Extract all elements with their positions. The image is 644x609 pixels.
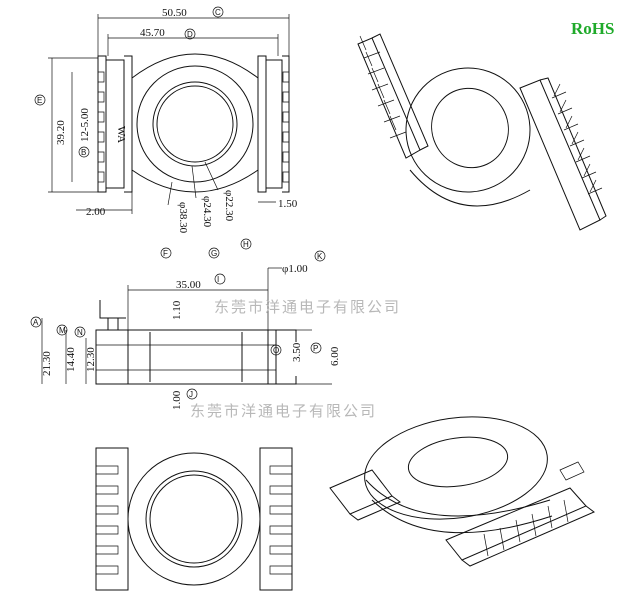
- callout-o: O: [273, 346, 279, 355]
- dim-wall-top: 1.10: [171, 300, 183, 320]
- dim-pin-offset: 3.50: [291, 342, 303, 362]
- bottom-view: [95, 447, 293, 591]
- callout-k: K: [317, 252, 323, 261]
- callout-n: N: [77, 328, 83, 337]
- callout-p: P: [313, 344, 318, 353]
- side-view: 35.00 I φ1.00 K 21.30 14.40 12.30 A M N …: [30, 250, 341, 410]
- dim-flange-dia: φ38.30: [177, 202, 189, 234]
- callout-j: J: [189, 390, 193, 399]
- top-view: 50.50 C 45.70 D WA 39.20 E: [34, 6, 298, 259]
- callout-d: D: [187, 30, 193, 39]
- model-mark: WA: [115, 126, 127, 143]
- dim-height: 39.20: [55, 120, 67, 145]
- callout-b: B: [81, 148, 86, 157]
- dim-body-height: 12.30: [85, 347, 97, 372]
- dim-core-inner-dia: φ22.30: [223, 190, 235, 222]
- watermark-bottom: 东莞市洋通电子有限公司: [190, 402, 377, 420]
- dim-core-outer-dia: φ24.30: [201, 196, 213, 228]
- watermark-top: 东莞市洋通电子有限公司: [214, 298, 401, 316]
- callout-h: H: [243, 240, 249, 249]
- dim-inner-width: 45.70: [140, 27, 165, 39]
- dim-wall-bottom: 1.00: [171, 390, 183, 410]
- dim-overall-width: 50.50: [162, 7, 187, 19]
- callout-i: I: [217, 275, 219, 284]
- isometric-view-bottom: [329, 416, 595, 567]
- callout-c: C: [215, 8, 221, 17]
- dim-pin-length: 6.00: [329, 346, 341, 366]
- callout-m: M: [59, 326, 66, 335]
- rohs-badge: RoHS: [571, 19, 614, 38]
- dim-pin-pitch: 12-5.00: [79, 108, 91, 142]
- dim-pin-dia: φ1.00: [282, 263, 308, 275]
- dim-left-margin: 2.00: [86, 206, 106, 218]
- dim-flange-height: 14.40: [65, 347, 77, 372]
- callout-a: A: [33, 318, 39, 327]
- dim-side-width: 35.00: [176, 279, 201, 291]
- dim-side-height: 21.30: [41, 351, 53, 376]
- callout-g: G: [211, 249, 217, 258]
- callout-e: E: [37, 96, 42, 105]
- callout-f: F: [163, 249, 168, 258]
- isometric-view-top: [357, 33, 607, 231]
- dim-right-margin: 1.50: [278, 198, 298, 210]
